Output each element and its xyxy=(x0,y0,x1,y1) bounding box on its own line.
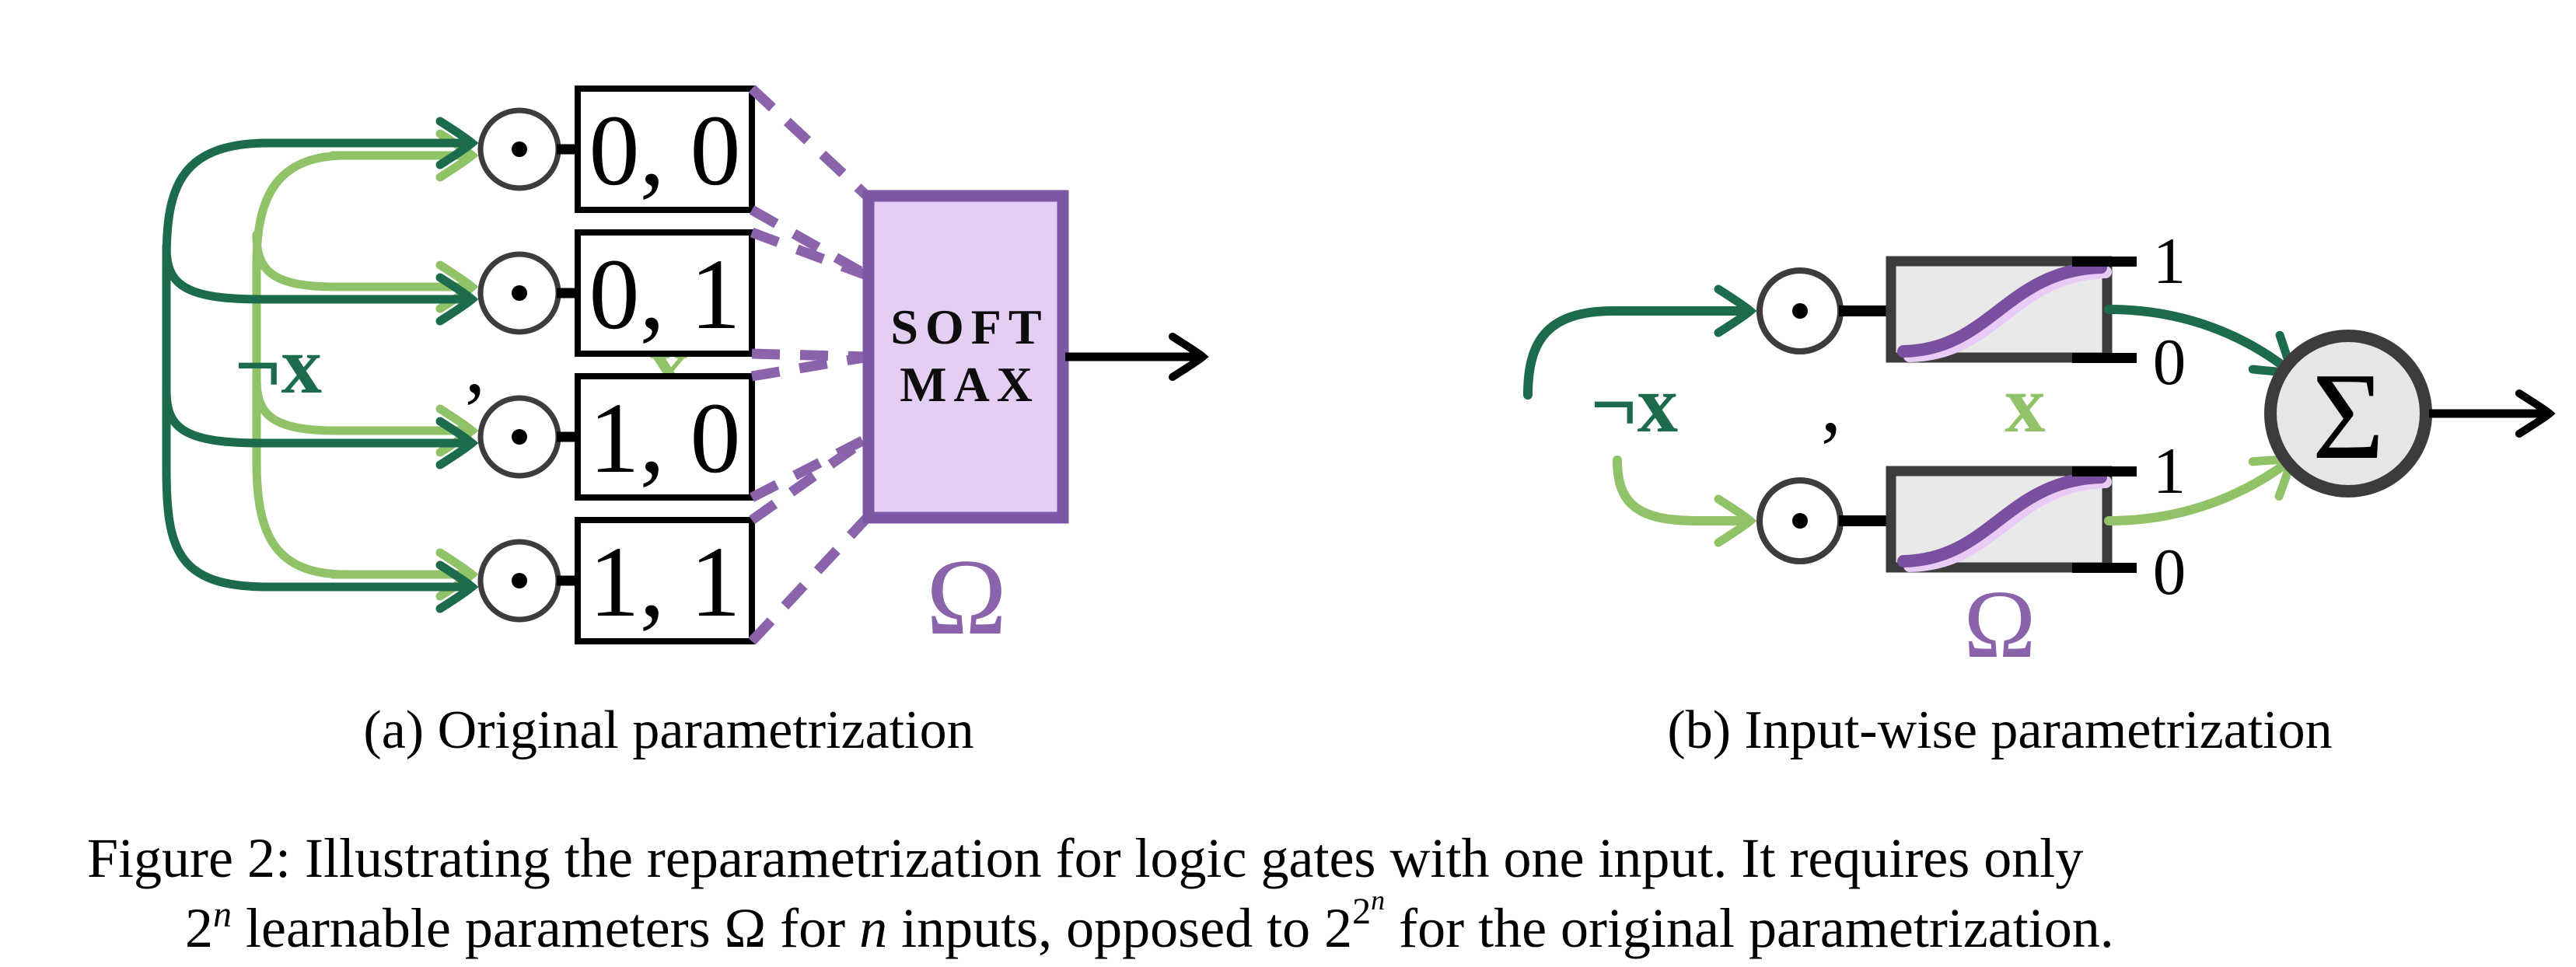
x-trunk-wire xyxy=(252,151,351,579)
gate-row-4: 1, 1 xyxy=(477,517,755,644)
caption-2n-base: 2 xyxy=(185,897,213,959)
input-label-b-comma: , xyxy=(1821,358,1862,449)
gate-box-00 xyxy=(575,86,755,213)
softmax-label-line2: MAX xyxy=(900,357,1040,412)
gate-box-01-label: 0, 1 xyxy=(589,239,741,351)
dot-product-dot xyxy=(1792,303,1808,319)
figure-caption-line1: Figure 2: Illustrating the reparametriza… xyxy=(87,827,2083,889)
caption-2n-sup: n xyxy=(213,894,232,935)
sum-input-wire-bottom xyxy=(2104,455,2297,525)
sigmoid-curve xyxy=(1897,261,2107,358)
figure-caption-line2: 2n learnable parameters Ω for n inputs, … xyxy=(87,885,2184,959)
dashed-link xyxy=(748,85,872,201)
caption-mid: learnable parameters Ω for xyxy=(232,897,859,959)
x-wire-row3 xyxy=(252,375,479,457)
softmax-label-line1: SOFT xyxy=(890,299,1048,354)
dashed-link xyxy=(750,227,871,281)
tick-one-mark xyxy=(2072,466,2137,477)
tick-zero-mark xyxy=(2072,353,2137,363)
tick-zero-label: 0 xyxy=(2153,326,2186,399)
sum-node: Σ xyxy=(2264,330,2556,497)
x-wire-row2 xyxy=(252,230,479,313)
gate-box-11 xyxy=(575,517,755,644)
subcaption-a: (a) Original parametrization xyxy=(363,700,973,760)
notx-wire-top xyxy=(1523,285,1757,400)
tick-one-label: 1 xyxy=(2153,225,2186,298)
sigmoid-curve xyxy=(1897,471,2107,567)
input-label-a-comma: , xyxy=(465,319,506,410)
dot-product-dot xyxy=(512,141,527,157)
sum-symbol: Σ xyxy=(2312,347,2384,485)
input-label-a-notx: ¬x xyxy=(235,319,322,410)
caption-mid2: inputs, opposed to 2 xyxy=(887,897,1352,959)
panel-b: ¬x , x 1 0 1 xyxy=(1448,225,2556,760)
softmax-dashed-links xyxy=(748,85,872,645)
sum-input-wire-top xyxy=(2104,305,2297,377)
omega-label-b: Ω xyxy=(1964,571,2036,679)
dot-product-dot xyxy=(512,285,527,301)
caption-n-italic: n xyxy=(859,897,887,959)
notx-trunk-wire xyxy=(162,138,273,592)
softmax-block: SOFT MAX Ω xyxy=(862,190,1209,658)
gate-box-11-label: 1, 1 xyxy=(589,526,741,638)
notx-wire-row3 xyxy=(162,386,479,470)
dot-product-dot xyxy=(512,573,527,588)
gate-box-10-label: 1, 0 xyxy=(589,382,741,494)
input-label-b-notx: ¬x xyxy=(1591,358,1678,449)
subcaption-b: (b) Input-wise parametrization xyxy=(1667,700,2332,760)
notx-wire-row2 xyxy=(162,242,479,326)
dashed-link xyxy=(749,433,872,525)
gate-box-00-label: 0, 0 xyxy=(589,95,741,207)
caption-end: for the original parametrization. xyxy=(1385,897,2114,959)
panel-a: ¬x , x 0, 0 0, 1 1, 0 xyxy=(162,85,1209,760)
caption-22n-supsup: n xyxy=(1371,885,1385,916)
caption-22n-sup: 2 xyxy=(1352,891,1371,932)
tick-one-label: 1 xyxy=(2153,435,2186,508)
gate-box-10 xyxy=(575,373,755,501)
sigmoid-branch-bottom: 1 0 xyxy=(1756,435,2297,609)
input-label-b-x: x xyxy=(2005,358,2046,449)
dashed-link xyxy=(748,512,872,645)
softmax-box xyxy=(862,190,1069,524)
sum-circle xyxy=(2264,330,2432,497)
gate-row-3: 1, 0 xyxy=(477,373,755,501)
x-wire-bottom xyxy=(1613,456,1757,547)
input-wires-x xyxy=(252,129,479,601)
tick-zero-label: 0 xyxy=(2153,536,2186,609)
tick-zero-mark xyxy=(2072,563,2137,573)
dot-product-dot xyxy=(512,429,527,445)
figure-caption: Figure 2: Illustrating the reparametriza… xyxy=(87,827,2184,959)
dashed-link xyxy=(750,351,870,382)
gate-row-1: 0, 0 xyxy=(477,86,755,213)
input-wires-notx xyxy=(162,117,479,613)
gate-row-2: 0, 1 xyxy=(477,229,755,357)
gate-box-01 xyxy=(575,229,755,357)
tick-one-mark xyxy=(2072,257,2137,267)
sigmoid-branch-top: 1 0 xyxy=(1756,225,2297,399)
input-label-b: ¬x , x xyxy=(1448,358,2148,449)
dot-product-dot xyxy=(1792,513,1808,529)
omega-label-a: Ω xyxy=(926,537,1007,658)
